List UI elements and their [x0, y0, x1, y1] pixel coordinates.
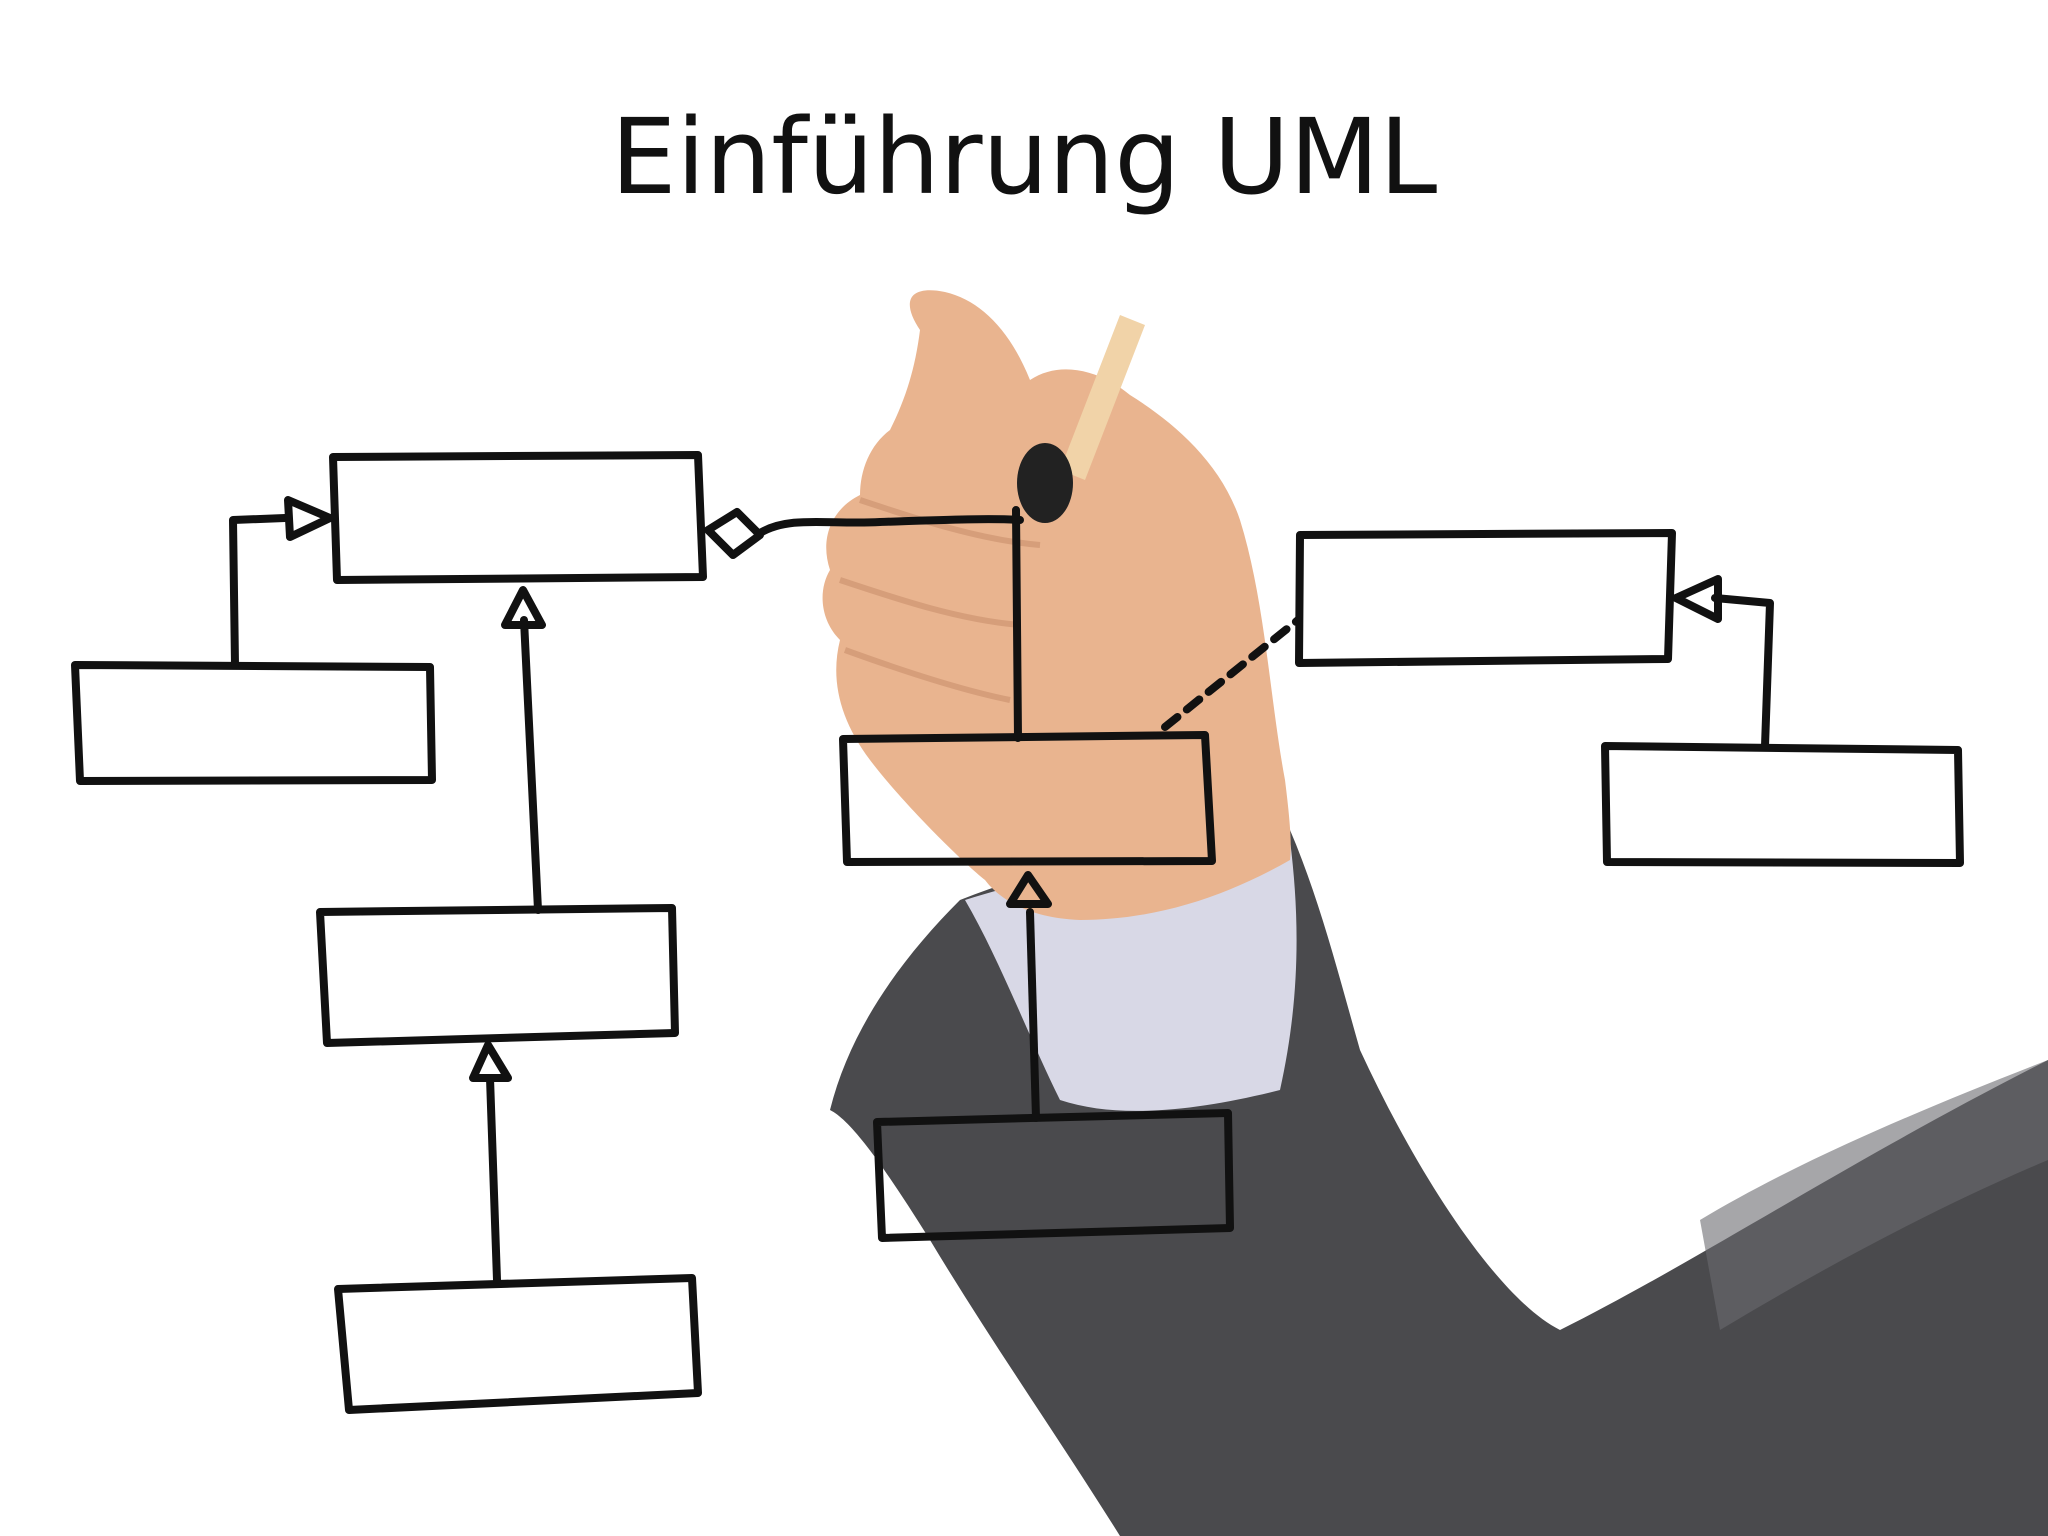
arm-illustration — [822, 290, 2048, 1536]
class-box-center — [839, 731, 1216, 866]
hand — [822, 290, 1291, 920]
connector-bottom-center — [1026, 908, 1040, 1122]
class-box-top-center — [329, 451, 707, 584]
slide-title: Einführung UML — [610, 96, 1438, 218]
class-box-top-right — [1295, 529, 1676, 667]
connector-left-to-top — [229, 514, 289, 669]
connector-aggregation — [756, 515, 1024, 537]
class-box-middle-left — [316, 904, 679, 1047]
pencil — [1060, 315, 1145, 480]
class-box-right — [1601, 742, 1964, 867]
generalization-triangle-middle — [469, 1041, 512, 1082]
connector-middle-to-top — [520, 616, 542, 914]
connector-bottom-to-middle — [486, 1074, 501, 1284]
class-box-bottom-center — [873, 1109, 1234, 1242]
generalization-triangle-top — [501, 586, 546, 629]
dependency-dashed-line — [1161, 616, 1302, 731]
uml-diagram — [71, 451, 1964, 1414]
marker-tip — [1017, 443, 1073, 523]
generalization-triangle-top-left — [284, 496, 334, 541]
suit-sleeve-highlight — [1700, 1060, 2048, 1330]
connector-right-to-top-right — [1711, 594, 1774, 750]
connector-center-to-marker — [1012, 506, 1022, 742]
aggregation-diamond — [704, 508, 764, 559]
class-box-bottom-left — [334, 1274, 702, 1414]
generalization-triangle-center — [1006, 871, 1052, 908]
class-box-left — [71, 661, 436, 785]
generalization-triangle-top-right — [1672, 575, 1722, 623]
